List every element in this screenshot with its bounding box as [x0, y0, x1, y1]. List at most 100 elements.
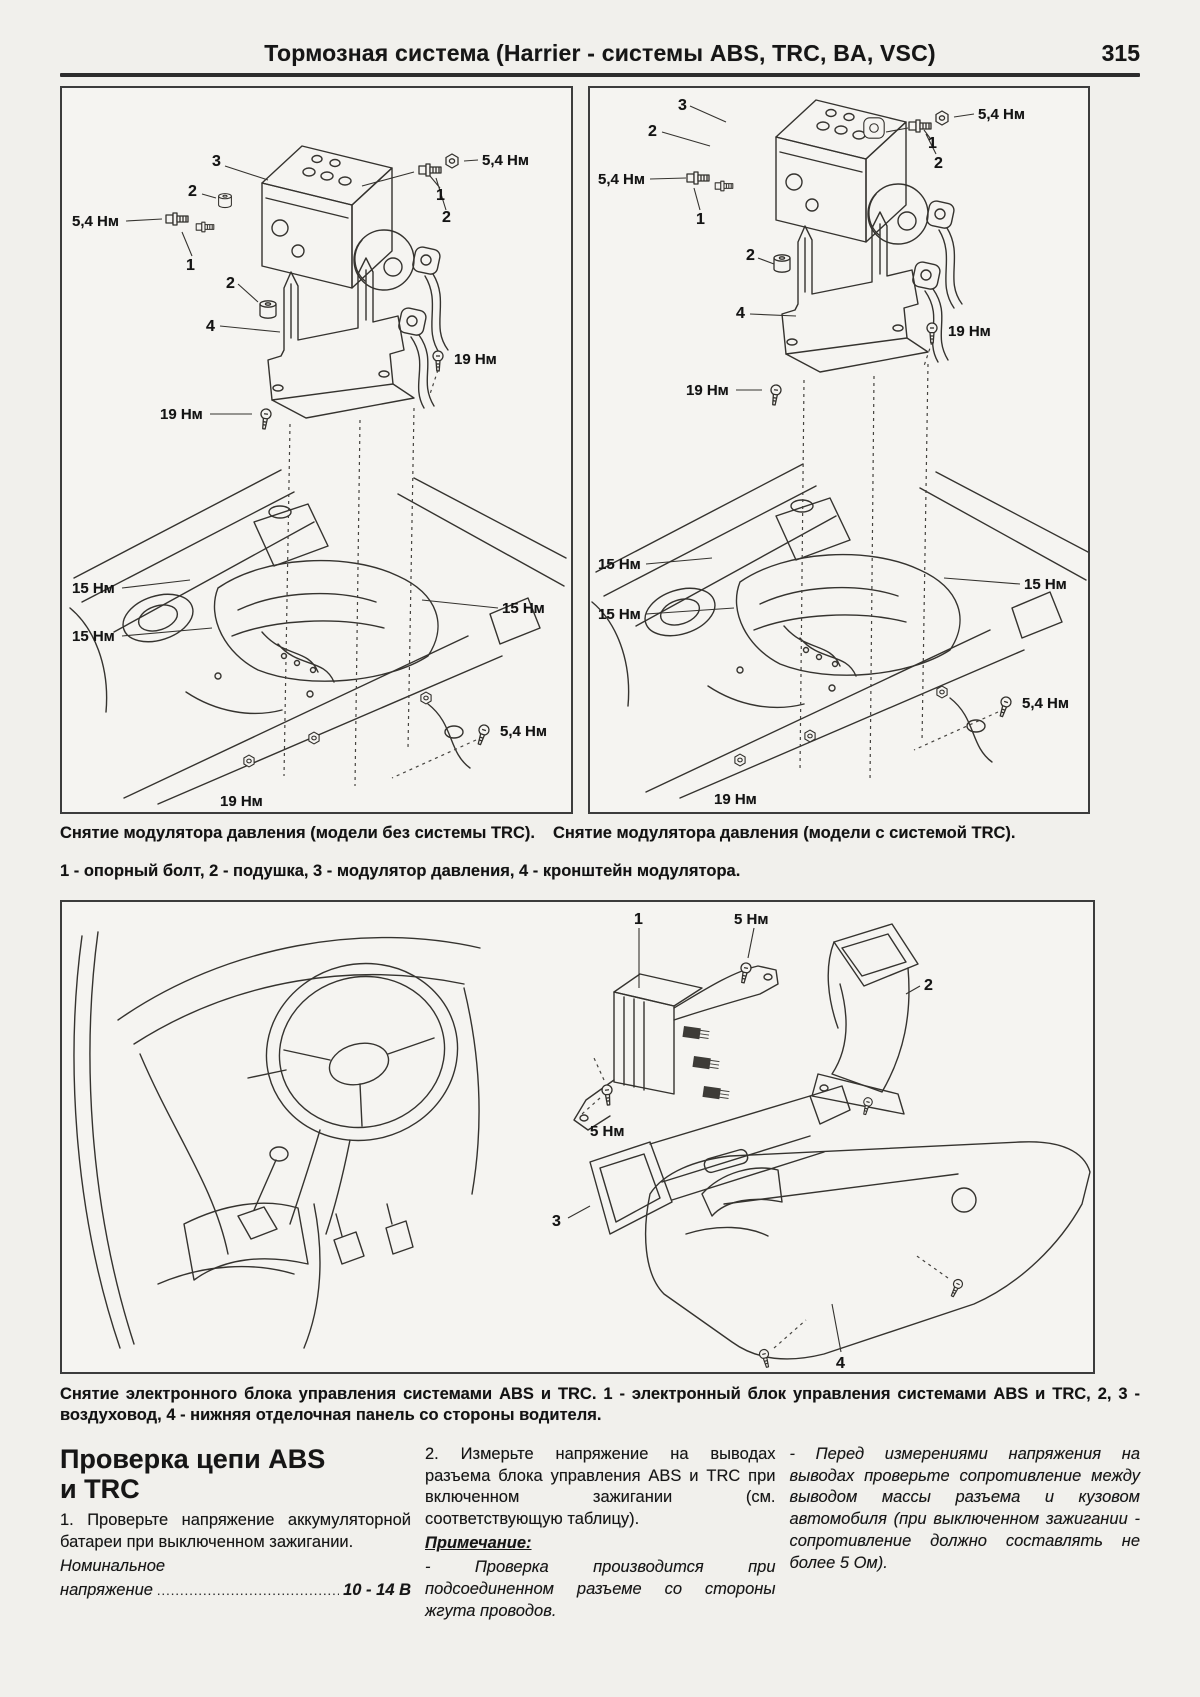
torque-label: 5,4 Нм — [500, 723, 547, 740]
screw-icon — [757, 1347, 773, 1369]
nut-icon — [243, 754, 255, 768]
torque-label: 5 Нм — [734, 911, 768, 928]
torque-label: 5,4 Нм — [72, 213, 119, 230]
section-title: Проверка цепи ABS и TRC — [60, 1443, 326, 1504]
caption-right-figure: Снятие модулятора давления (модели с сис… — [552, 824, 1016, 842]
torque-label: 15 Нм — [1024, 576, 1067, 593]
torque-label: 15 Нм — [72, 580, 115, 597]
figure-modulator-with-trc: 3 2 5,4 Нм 1 2 5,4 Нм 1 2 4 19 Нм 19 Нм … — [588, 86, 1090, 814]
torque-label: 5 Нм — [590, 1123, 624, 1140]
torque-label: 19 Нм — [714, 791, 757, 808]
modulator-figures-row: 3 5,4 Нм 1 2 2 5,4 Нм 1 2 4 19 Нм 19 Нм … — [60, 86, 1140, 814]
part-number-label: 4 — [836, 1355, 845, 1372]
part-number-label: 2 — [226, 275, 235, 292]
part-number-label: 2 — [648, 123, 657, 140]
part-number-label: 2 — [442, 209, 451, 226]
ecu-figure-caption: Снятие электронного блока управления сис… — [60, 1384, 1140, 1425]
air-duct-lower-drawing — [589, 1084, 851, 1235]
page-number: 315 — [1101, 40, 1140, 66]
part-number-label: 4 — [736, 305, 745, 322]
air-duct-upper-drawing — [811, 922, 919, 1115]
part-number-label: 1 — [928, 135, 937, 152]
screw-icon — [947, 1276, 965, 1299]
figure-modulator-without-trc: 3 5,4 Нм 1 2 2 5,4 Нм 1 2 4 19 Нм 19 Нм … — [60, 86, 573, 814]
bolt-icon — [165, 212, 189, 226]
ecu-unit-drawing — [573, 964, 779, 1131]
figure-labels: 3 5,4 Нм 1 2 2 5,4 Нм 1 2 4 19 Нм 19 Нм … — [72, 152, 547, 810]
engine-bay-drawing — [69, 469, 567, 805]
bolt-icon — [686, 171, 710, 185]
column-3: - Перед измерениями напряжения на вывода… — [790, 1444, 1141, 1626]
column-1: Проверка цепи ABS и TRC 1. Проверьте нап… — [60, 1444, 411, 1626]
cushion-icon — [773, 254, 791, 273]
torque-label: 5,4 Нм — [978, 106, 1025, 123]
bolt-icon — [714, 180, 734, 192]
torque-label: 19 Нм — [686, 382, 729, 399]
part-number-label: 2 — [924, 977, 933, 994]
modulator-assembly-drawing — [69, 145, 567, 805]
screw-icon — [926, 322, 938, 344]
part-number-label: 2 — [188, 183, 197, 200]
warning-note: - Перед измерениями напряжения на вывода… — [789, 1444, 1141, 1573]
header-rule — [60, 73, 1140, 77]
ecu-figure-hardware — [567, 927, 965, 1369]
figure-ecu-removal: 1 5 Нм 2 5 Нм 3 4 — [60, 899, 1095, 1374]
caption-left-figure: Снятие модулятора давления (модели без с… — [60, 824, 535, 842]
part-number-label: 4 — [206, 318, 215, 335]
nut-icon — [804, 729, 816, 743]
nut-icon — [936, 685, 948, 699]
screw-icon — [995, 695, 1013, 719]
grommet-icon — [863, 117, 885, 139]
modulator-figures-caption: Снятие модулятора давления (модели без с… — [60, 823, 1140, 845]
screw-icon — [473, 723, 491, 747]
torque-label: 5,4 Нм — [482, 152, 529, 169]
engine-bay-drawing — [591, 463, 1088, 799]
nut-icon — [420, 691, 432, 705]
torque-label: 15 Нм — [72, 628, 115, 645]
cushion-icon — [259, 300, 277, 319]
torque-label: 5,4 Нм — [598, 171, 645, 188]
nut-icon — [734, 753, 746, 767]
torque-label: 19 Нм — [220, 793, 263, 810]
bolt-icon — [195, 221, 215, 233]
page-header: Тормозная система (Harrier - системы ABS… — [60, 40, 1140, 73]
part-number-label: 2 — [746, 247, 755, 264]
part-number-label: 3 — [678, 97, 687, 114]
torque-label: 15 Нм — [502, 600, 545, 617]
bolt-icon — [418, 163, 442, 177]
modulator-diagram-trc: 3 2 5,4 Нм 1 2 5,4 Нм 1 2 4 19 Нм 19 Нм … — [591, 97, 1088, 808]
spec-value: 10 - 14 В — [343, 1580, 411, 1599]
modulator-parts-caption: 1 - опорный болт, 2 - подушка, 3 - модул… — [60, 862, 741, 881]
modulator-assembly-drawing — [591, 99, 1088, 799]
nut-icon — [308, 731, 320, 745]
torque-label: 5,4 Нм — [1022, 695, 1069, 712]
screw-icon — [432, 350, 444, 372]
torque-label: 15 Нм — [598, 606, 641, 623]
figure-labels: 1 5 Нм 2 5 Нм 3 4 — [552, 911, 933, 1372]
screw-icon — [737, 960, 753, 984]
screw-icon — [600, 1083, 615, 1106]
screw-icon — [768, 383, 783, 407]
page-title: Тормозная система (Harrier - системы ABS… — [264, 40, 936, 66]
column-2: 2. Измерьте напряжение на выводах разъем… — [425, 1444, 776, 1626]
screw-icon — [258, 407, 273, 431]
dot-leader: ........................................… — [156, 1582, 340, 1598]
part-number-label: 1 — [696, 211, 705, 228]
torque-label: 19 Нм — [160, 406, 203, 423]
nut-icon — [445, 153, 459, 169]
ecu-connectors — [682, 1025, 730, 1099]
torque-label: 19 Нм — [454, 351, 497, 368]
part-number-label: 2 — [934, 155, 943, 172]
figure-labels: 3 2 5,4 Нм 1 2 5,4 Нм 1 2 4 19 Нм 19 Нм … — [598, 97, 1069, 808]
modulator-diagram-no-trc: 3 5,4 Нм 1 2 2 5,4 Нм 1 2 4 19 Нм 19 Нм … — [69, 145, 567, 810]
torque-label: 19 Нм — [948, 323, 991, 340]
spec-row: напряжение .............................… — [60, 1580, 411, 1602]
dashboard-drawing — [73, 930, 481, 1349]
ecu-removal-diagram: 1 5 Нм 2 5 Нм 3 4 — [73, 911, 1091, 1372]
part-number-label: 1 — [186, 257, 195, 274]
lower-trim-panel-drawing — [644, 1140, 1091, 1360]
spec-name-line1: Номинальное — [60, 1556, 166, 1575]
instruction-step-1: 1. Проверьте напряжение аккумуляторной б… — [60, 1511, 411, 1551]
part-number-label: 3 — [212, 153, 221, 170]
